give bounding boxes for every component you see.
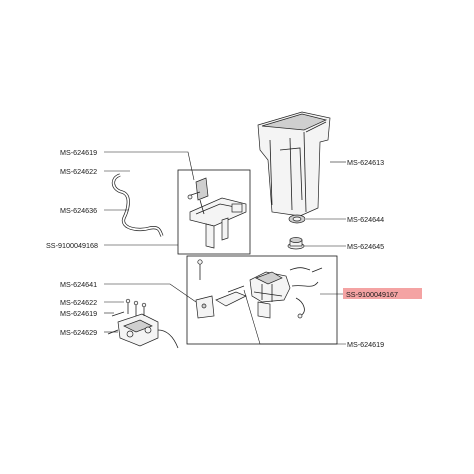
label-ms-624629: MS-624629	[60, 328, 97, 337]
label-ss-9100049167[interactable]: SS-9100049167	[346, 290, 398, 299]
label-ss-9100049168: SS-9100049168	[46, 241, 98, 250]
hose-part[interactable]	[111, 173, 164, 237]
assembly-box-upper	[177, 169, 251, 255]
label-ms-624619-bot: MS-624619	[347, 340, 384, 349]
label-ms-624619-mid: MS-624619	[60, 309, 97, 318]
leader-lines	[104, 151, 346, 345]
label-ms-624645: MS-624645	[347, 242, 384, 251]
pump-assembly-part[interactable]	[249, 267, 323, 319]
label-ms-624619-top: MS-624619	[60, 148, 97, 157]
seal-ring-part[interactable]	[288, 214, 306, 224]
water-tank-part[interactable]	[257, 111, 331, 217]
label-ms-624644: MS-624644	[347, 215, 384, 224]
connector-part[interactable]	[195, 285, 247, 319]
frame-bracket-part[interactable]	[187, 177, 247, 249]
heater-block-part[interactable]	[107, 313, 179, 349]
label-ms-624641: MS-624641	[60, 280, 97, 289]
selected-part-highlight	[343, 288, 422, 299]
label-ms-624613: MS-624613	[347, 158, 384, 167]
valve-part[interactable]	[287, 237, 305, 250]
pin-part[interactable]	[197, 259, 203, 280]
label-ms-624622-bot: MS-624622	[60, 298, 97, 307]
screw-parts[interactable]	[111, 298, 147, 317]
label-ms-624636: MS-624636	[60, 206, 97, 215]
label-ms-624622-top: MS-624622	[60, 167, 97, 176]
